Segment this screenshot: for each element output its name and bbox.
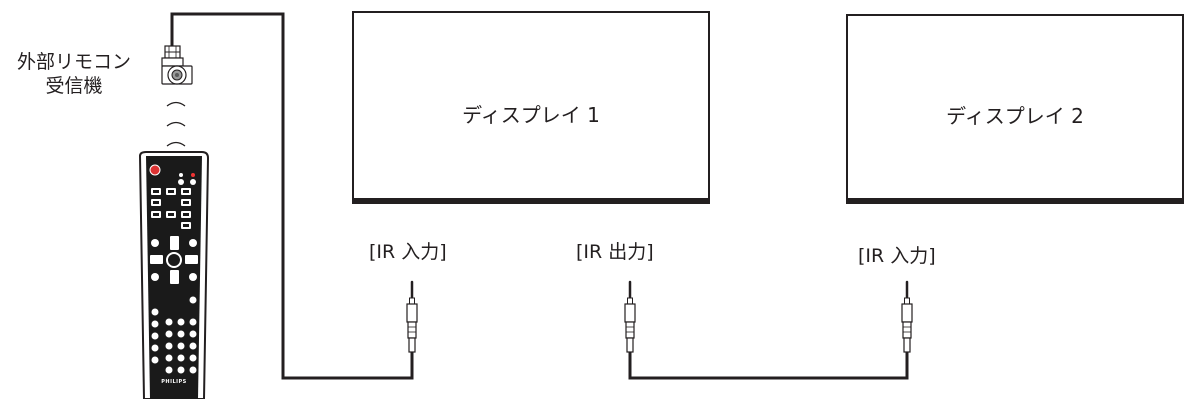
port-label-display2-in: [IR 入力]: [858, 245, 936, 267]
remote-brand-text: PHILIPS: [161, 379, 187, 385]
ir-sensor-plug-icon: [161, 45, 193, 85]
remote-sensor-label-line1: 外部リモコン: [16, 51, 131, 73]
display-1-title: ディスプレイ 1: [462, 103, 600, 127]
port-label-display1-in: [IR 入力]: [369, 241, 447, 263]
cable-display1-to-display2: [628, 352, 909, 380]
ir-signal-wave-icon: [166, 101, 186, 147]
remote-sensor-label: 外部リモコン 受信機: [4, 50, 144, 98]
audio-jack-plug-icon: [624, 280, 636, 353]
audio-jack-plug-icon: [406, 280, 418, 353]
display-1: ディスプレイ 1: [352, 11, 710, 204]
port-label-display1-out: [IR 出力]: [576, 241, 654, 263]
cable-sensor-to-display1: [170, 12, 414, 380]
remote-brand: PHILIPS: [150, 379, 198, 387]
remote-control-icon: [138, 151, 210, 399]
remote-sensor-label-line2: 受信機: [45, 75, 103, 97]
audio-jack-plug-icon: [901, 280, 913, 353]
display-2-title: ディスプレイ 2: [946, 104, 1084, 128]
display-2: ディスプレイ 2: [846, 14, 1184, 204]
